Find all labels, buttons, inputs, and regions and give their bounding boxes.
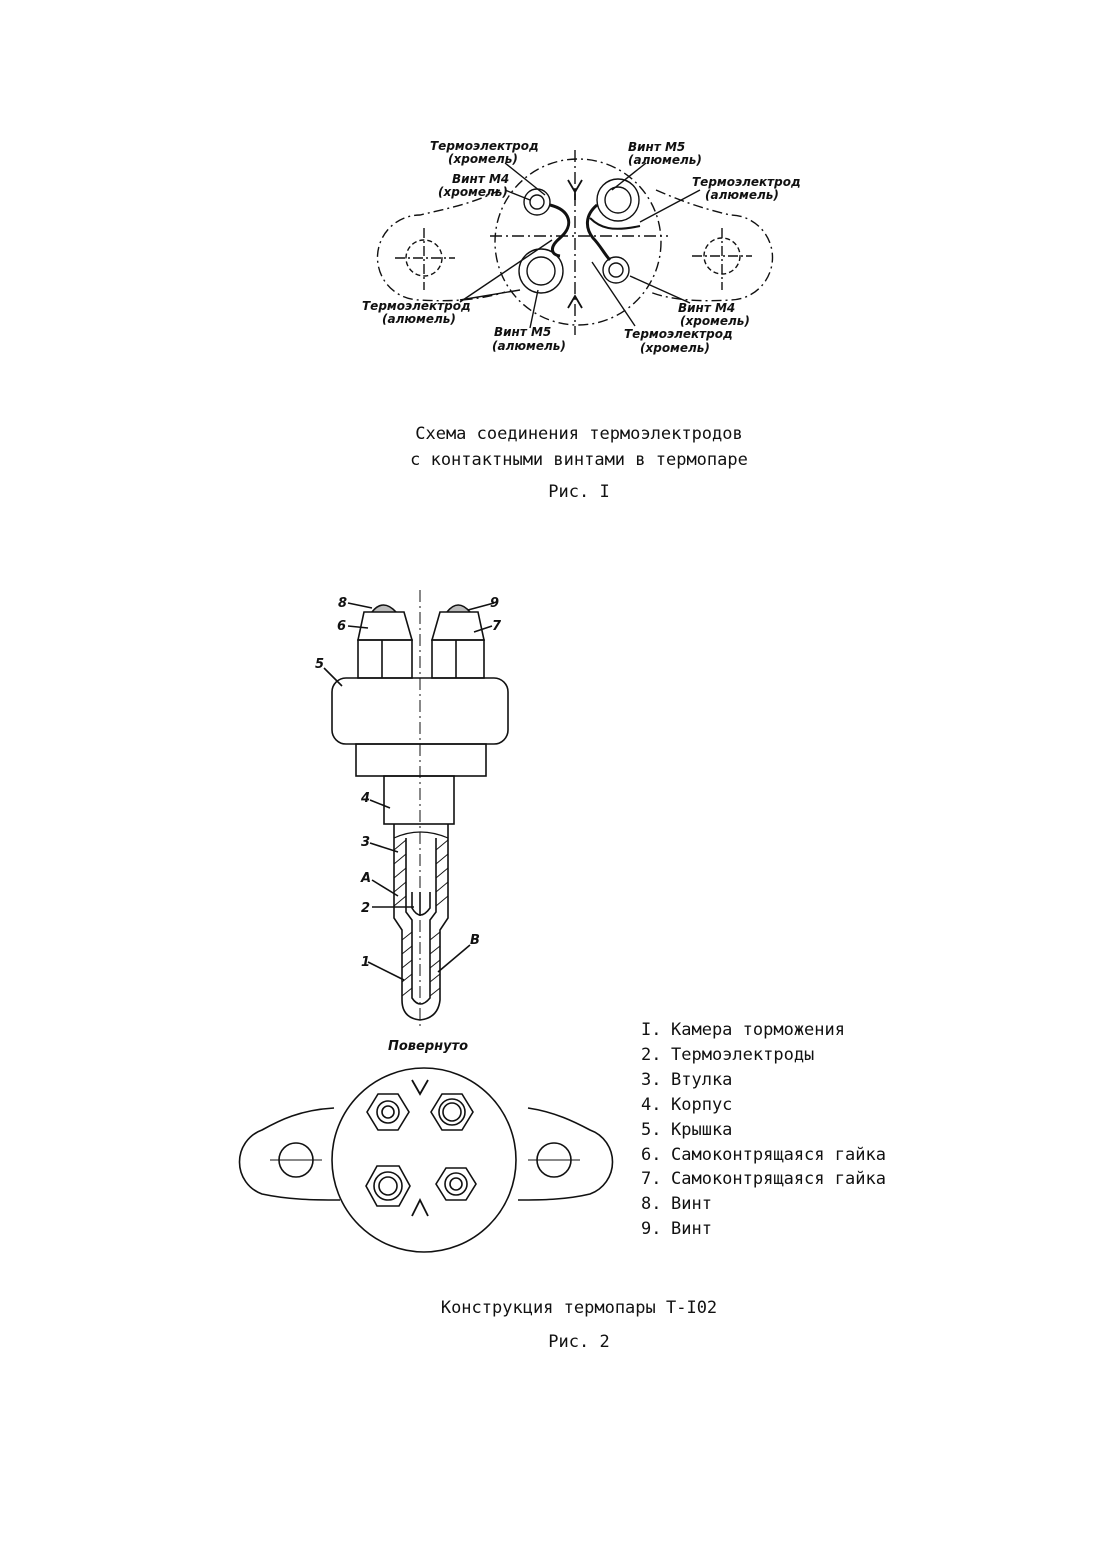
figure1-diagram: Термоэлектрод (хромель) Винт М4 (хромель…: [362, 139, 801, 355]
legend-text: Камера торможения: [671, 1020, 845, 1040]
legend-item: 6. Самоконтрящаяся гайка: [641, 1143, 886, 1168]
label-thermo-chromel-bottom: Термоэлектрод: [624, 327, 733, 341]
legend-item: 4. Корпус: [641, 1093, 886, 1118]
label-thermo-chromel-bottom-sub: (хромель): [640, 341, 710, 355]
legend-text: Винт: [671, 1219, 712, 1240]
legend-num: I.: [641, 1020, 662, 1040]
figure2-caption: Конструкция термопары Т-I02: [440, 1298, 718, 1318]
legend-num: 8.: [641, 1194, 662, 1215]
label-screw-m5-top-sub: (алюмель): [628, 153, 702, 167]
callout-6: 6: [337, 619, 346, 634]
legend-text: Термоэлектроды: [671, 1044, 815, 1065]
label-screw-m5-bottom: Винт М5: [494, 325, 551, 339]
label-thermo-chromel-top-sub: (хромель): [448, 152, 518, 166]
figure1-number: Рис. I: [548, 482, 610, 502]
label-screw-m4-bottom-sub: (хромель): [680, 314, 750, 328]
label-rotated: Повернуто: [388, 1039, 468, 1054]
parts-legend: I. Камера торможения 2. Термоэлектроды 3. В…: [641, 1018, 886, 1242]
legend-num: 5.: [641, 1119, 662, 1140]
callout-B: В: [470, 933, 480, 948]
callout-9: 9: [490, 596, 499, 611]
legend-item: 2. Термоэлектроды: [641, 1043, 886, 1068]
legend-item: 8. Винт: [641, 1192, 886, 1217]
callout-3: 3: [361, 835, 370, 850]
figure1-caption-line2: с контактными винтами в термопаре: [410, 450, 748, 470]
legend-text: Втулка: [671, 1069, 733, 1090]
figure1-caption-line1: Схема соединения термоэлектродов: [415, 424, 743, 444]
legend-num: 9.: [641, 1219, 662, 1240]
legend-item: 7. Самоконтрящаяся гайка: [641, 1167, 886, 1192]
label-screw-m4-bottom: Винт М4: [678, 301, 735, 315]
callout-1: 1: [361, 955, 370, 970]
label-thermo-chromel-top: Термоэлектрод: [430, 139, 539, 153]
label-screw-m4-top: Винт М4: [452, 172, 509, 186]
callout-2: 2: [361, 901, 370, 916]
legend-num: 6.: [641, 1144, 662, 1165]
legend-num: 7.: [641, 1169, 662, 1190]
label-screw-m5-top: Винт М5: [628, 140, 685, 154]
callout-4: 4: [360, 791, 370, 806]
legend-text: Самоконтрящаяся гайка: [671, 1144, 886, 1165]
callout-8: 8: [338, 596, 347, 611]
legend-num: 4.: [641, 1094, 662, 1115]
label-thermo-alumel-left: Термоэлектрод: [362, 299, 471, 313]
legend-text: Крышка: [671, 1119, 733, 1140]
label-screw-m5-bottom-sub: (алюмель): [492, 339, 566, 353]
label-thermo-alumel-right-sub: (алюмель): [705, 188, 779, 202]
legend-text: Винт: [671, 1194, 712, 1215]
legend-item: 9. Винт: [641, 1217, 886, 1242]
legend-item: 3. Втулка: [641, 1068, 886, 1093]
label-screw-m4-top-sub: (хромель): [438, 185, 508, 199]
callout-A: А: [360, 871, 371, 886]
callout-5: 5: [315, 657, 324, 672]
figure2-number: Рис. 2: [548, 1332, 610, 1352]
label-thermo-alumel-right: Термоэлектрод: [692, 175, 801, 189]
legend-num: 3.: [641, 1069, 662, 1090]
callout-7: 7: [492, 619, 502, 634]
label-thermo-alumel-left-sub: (алюмель): [382, 312, 456, 326]
legend-text: Корпус: [671, 1094, 733, 1115]
legend-item: 5. Крышка: [641, 1118, 886, 1143]
legend-num: 2.: [641, 1044, 662, 1065]
legend-item: I. Камера торможения: [641, 1018, 886, 1043]
legend-text: Самоконтрящаяся гайка: [671, 1169, 886, 1190]
